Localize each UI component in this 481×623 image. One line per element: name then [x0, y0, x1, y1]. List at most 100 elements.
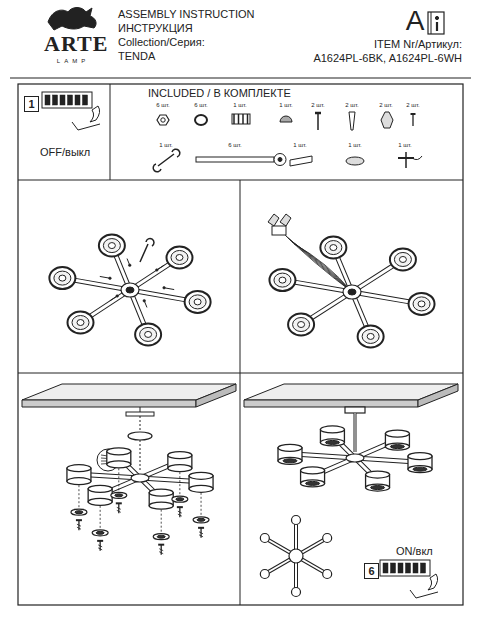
illustration-stroke	[194, 299, 201, 305]
illustration-stroke	[168, 465, 192, 472]
illustration-stroke	[348, 289, 356, 295]
illustration-stroke	[157, 535, 165, 538]
panel-frame	[18, 84, 463, 605]
illustration-stroke	[96, 531, 104, 534]
illustration-stroke	[88, 485, 112, 492]
canopy	[128, 432, 152, 440]
terminal-block	[272, 226, 286, 235]
wire-nut	[268, 214, 279, 226]
illustration-stroke	[77, 320, 84, 326]
info-icon	[435, 16, 438, 19]
switch-key	[83, 95, 88, 105]
quantity: 1 шт.	[279, 102, 293, 109]
title-ru: ИНСТРУКЦИЯ	[118, 22, 193, 34]
switch-key	[53, 95, 58, 105]
illustration-stroke	[54, 271, 71, 285]
arm-rod-icon	[196, 157, 274, 162]
hub	[121, 283, 139, 297]
illustration-stroke	[301, 480, 325, 487]
illustration-stroke	[354, 413, 357, 452]
shade-top-view	[292, 516, 301, 525]
quantity: 6 шт.	[156, 102, 170, 109]
lamp-shade	[288, 314, 314, 336]
screw-thread	[117, 507, 121, 512]
switch-key	[45, 95, 50, 105]
illustration-stroke	[431, 12, 432, 34]
title: ASSEMBLY INSTRUCTION	[118, 8, 255, 20]
illustration-stroke	[88, 498, 112, 505]
hub-top-view	[289, 549, 303, 563]
illustration-stroke	[408, 466, 432, 473]
quantity: 1 шт.	[398, 142, 412, 149]
hand-outline	[410, 590, 438, 598]
item-number: A1624PL-6BK, A1624PL-6WH	[313, 52, 462, 64]
illustration-stroke	[242, 114, 244, 124]
mounting-bar	[126, 412, 154, 416]
illustration-stroke	[298, 322, 305, 328]
illustration-stroke	[176, 254, 183, 260]
illustration-stroke	[233, 114, 235, 124]
canopy	[345, 407, 365, 413]
hand-outline	[72, 122, 100, 130]
illustration-stroke	[411, 113, 416, 115]
illustration-stroke	[197, 518, 205, 521]
illustration-stroke	[301, 467, 325, 474]
lens	[111, 492, 127, 498]
illustration-stroke	[149, 502, 173, 509]
arrow-head	[163, 286, 166, 289]
lamp-shade	[409, 293, 435, 315]
illustration-stroke	[161, 510, 162, 534]
switch-key	[75, 95, 80, 105]
illustration-stroke	[412, 114, 413, 126]
shade-top-view	[323, 534, 332, 543]
illustration-stroke	[320, 426, 344, 433]
switch-key	[68, 95, 73, 105]
ceiling-edge	[22, 400, 196, 407]
illustration-stroke	[247, 114, 249, 124]
illustration-stroke	[140, 327, 157, 341]
illustration-stroke	[118, 468, 119, 492]
illustration-stroke	[107, 448, 131, 455]
illustration-stroke	[293, 318, 310, 332]
item-label: ITEM Nr/Артикул:	[374, 38, 462, 50]
lamp-shade	[185, 291, 211, 313]
illustration-stroke	[126, 287, 134, 293]
illustration-stroke	[189, 472, 213, 479]
lens	[92, 530, 108, 536]
disc-icon	[346, 157, 364, 165]
step-number: 1	[28, 98, 34, 110]
illustration-stroke	[59, 275, 66, 281]
switch-key	[406, 563, 411, 573]
hub	[343, 285, 361, 299]
quantity: 6 шт.	[228, 142, 242, 149]
illustration-stroke	[320, 439, 344, 446]
screw-thread	[159, 549, 163, 554]
illustration-stroke	[330, 245, 337, 251]
lens	[172, 496, 188, 502]
illustration-stroke	[76, 519, 82, 521]
illustration-stroke	[366, 484, 390, 491]
illustration-stroke	[201, 493, 202, 517]
illustration-stroke	[394, 252, 411, 266]
illustration-stroke	[140, 407, 141, 412]
cap-icon	[280, 116, 292, 122]
shade-top-view	[260, 534, 269, 543]
illustration-stroke	[325, 241, 342, 255]
screw-thread	[199, 532, 203, 537]
arrow-head	[116, 295, 119, 298]
step-number: 6	[368, 565, 374, 577]
arrow-head	[143, 299, 146, 302]
illustration-stroke	[72, 316, 89, 330]
illustration-stroke	[325, 440, 339, 444]
illustration-stroke	[240, 180, 241, 605]
switch-key	[391, 563, 396, 573]
lamp-shade	[269, 269, 295, 291]
illustration-stroke	[278, 158, 282, 162]
screw-thread	[98, 545, 102, 550]
illustration-stroke	[274, 273, 291, 287]
illustration-stroke	[108, 243, 115, 249]
ceiling-edge	[244, 400, 418, 407]
illustration-stroke	[366, 471, 390, 478]
hub	[131, 474, 149, 482]
